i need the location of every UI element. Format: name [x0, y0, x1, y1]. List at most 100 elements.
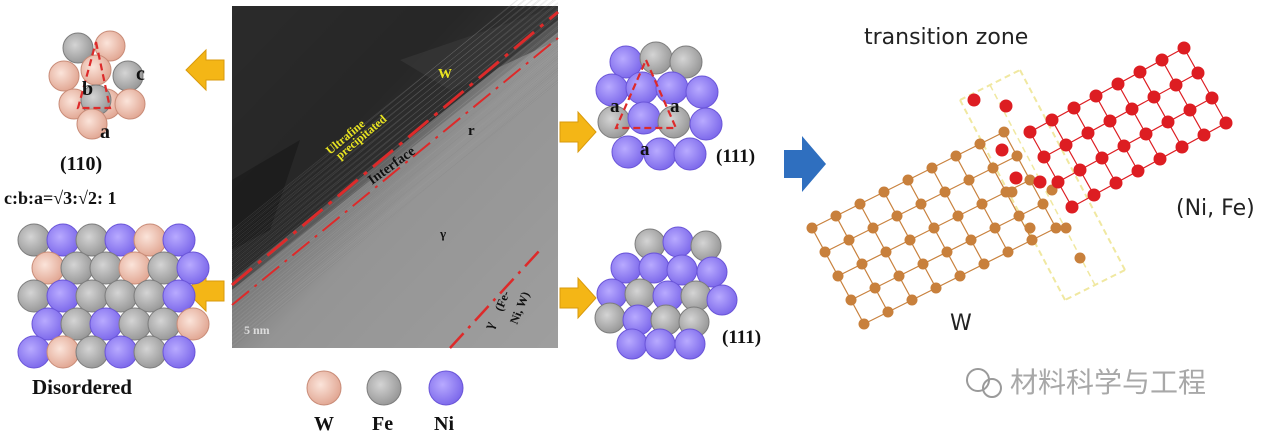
lattice-ni-atom-loose [999, 99, 1013, 113]
transition-box-edge [1019, 69, 1126, 271]
lattice-w-atom [902, 174, 914, 186]
lattice-w-atom [830, 210, 842, 222]
lattice-ni-atom [1111, 77, 1125, 91]
lattice-w-atom [1013, 210, 1025, 222]
atom-fe [147, 251, 181, 285]
lattice-w-atom [858, 318, 870, 330]
lattice-ni-col [1161, 59, 1205, 136]
lattice-w-atom [952, 210, 964, 222]
tem-fringe [231, 43, 559, 313]
lattice-w-atom [978, 258, 990, 270]
interface-dash-line-3 [449, 249, 541, 349]
lattice-ni-atom [1197, 128, 1211, 142]
atom-fe [89, 251, 123, 285]
cluster-110 [48, 30, 146, 140]
lattice-ni-atom [1109, 176, 1123, 190]
tem-fringe [231, 74, 559, 341]
lattice-ni-atom [1081, 126, 1095, 140]
atom-ni [89, 307, 123, 341]
lattice-ni-atom [1177, 41, 1191, 55]
atom-w [118, 251, 152, 285]
tem-label-w: W [438, 67, 452, 82]
atom-w [48, 60, 80, 92]
tem-fringe [231, 0, 548, 257]
interface-dash-line-1 [231, 10, 559, 287]
lattice-w-atom-loose [1024, 222, 1036, 234]
tem-fringe [231, 57, 559, 321]
atom-ni [176, 251, 210, 285]
tem-fringe [231, 9, 559, 273]
lattice-ni-atom [1087, 188, 1101, 202]
lattice-w-atom [867, 222, 879, 234]
lattice-ni-atom [1205, 91, 1219, 105]
tem-fringe [231, 14, 559, 281]
atom-fe [133, 279, 167, 313]
lattice-ni-col [1095, 95, 1139, 172]
atom-w [176, 307, 210, 341]
lattice-ni-atom [1095, 151, 1109, 165]
tem-scale-label: 5 nm [244, 323, 270, 337]
tem-fringe [231, 81, 559, 345]
atom-fe [75, 223, 109, 257]
lattice-w-atom [926, 162, 938, 174]
atom-fe [75, 335, 109, 369]
lattice-w-atom [819, 246, 831, 258]
lattice-ni-atom [1045, 113, 1059, 127]
atom-fe [669, 45, 703, 79]
lattice-ni-atom [1067, 101, 1081, 115]
lattice-ni-atom [1125, 102, 1139, 116]
lattice-ni-atom [1073, 163, 1087, 177]
lattice-ni-col [1073, 107, 1117, 184]
lattice-w-atom [915, 198, 927, 210]
atom-ni [644, 328, 676, 360]
lattice-ni-atom [1117, 139, 1131, 153]
atom-ni [46, 279, 80, 313]
atom-ni [104, 335, 138, 369]
lattice-ni-atom-loose [967, 93, 981, 107]
atom-ni [685, 75, 719, 109]
atom-ni [706, 284, 738, 316]
lattice-w-atom [917, 258, 929, 270]
lattice-w-atom [832, 270, 844, 282]
tem-fringe [231, 0, 526, 239]
tem-fringe [231, 0, 527, 237]
lattice-w-atom-loose [1006, 186, 1018, 198]
atom-fe [639, 41, 673, 75]
tem-fringe [231, 2, 559, 269]
lattice-ni-col [1117, 83, 1161, 160]
lattice-ni-atom-loose [995, 143, 1009, 157]
arrow-right-top [559, 110, 597, 154]
arrow-left-bottom [185, 269, 225, 313]
lattice-w-atom [1011, 150, 1023, 162]
lattice-w-atom [928, 222, 940, 234]
lattice-ni-atom [1161, 115, 1175, 129]
label-a-111-bottom: a [640, 139, 650, 160]
legend-atom-fe [366, 370, 402, 406]
wechat-icon-2 [982, 378, 1002, 398]
arrow-right-bottom [559, 276, 597, 320]
tem-fringe [231, 32, 559, 299]
watermark-text: 材料科学与工程 [1010, 366, 1206, 399]
tem-fringe [231, 0, 549, 255]
wechat-icon [966, 368, 990, 392]
lattice-w-atom [976, 198, 988, 210]
tem-fringe [231, 51, 559, 315]
tem-fringe [231, 0, 525, 241]
lattice-ni-atom [1089, 89, 1103, 103]
atom-ni [17, 335, 51, 369]
tem-fringe [231, 69, 559, 333]
tem-fringe [231, 19, 559, 289]
label-110: (110) [60, 153, 102, 175]
tem-label-gamma: γ [439, 226, 446, 241]
atom-ni [673, 137, 707, 171]
lattice-w-atom [930, 282, 942, 294]
lattice-w-atom [987, 162, 999, 174]
lattice-ni-atom [1169, 78, 1183, 92]
tem-fringe [231, 3, 559, 267]
tem-fringe [231, 68, 559, 335]
atom-ni [162, 279, 196, 313]
w-lattice-label: W [950, 311, 972, 336]
lattice-ni-atom [1023, 125, 1037, 139]
lattice-w-atom [989, 222, 1001, 234]
